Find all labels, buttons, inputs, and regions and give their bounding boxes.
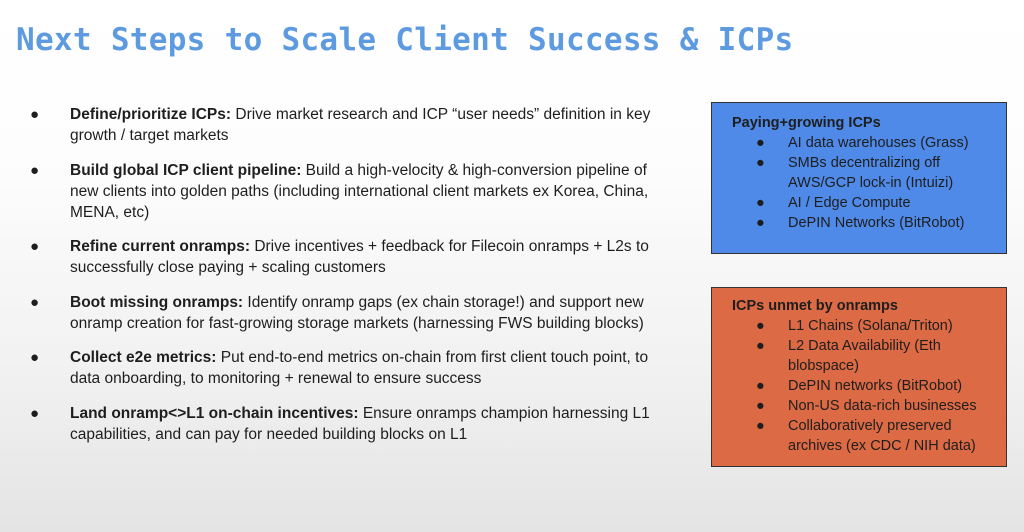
next-steps-list: ● Define/prioritize ICPs: Drive market r… [30,104,660,458]
step-item: ● Boot missing onramps: Identify onramp … [30,292,660,334]
list-item: ● AI / Edge Compute [732,193,994,213]
step-lead: Collect e2e metrics: [70,349,217,366]
list-item: ● SMBs decentralizing off AWS/GCP lock-in… [732,153,994,193]
list-item-text: AI / Edge Compute [788,195,911,211]
bullet-dot-icon: ● [30,293,40,311]
step-item: ● Build global ICP client pipeline: Buil… [30,160,660,223]
bullet-dot-icon: ● [756,378,765,394]
step-lead: Refine current onramps: [70,238,251,255]
bullet-dot-icon: ● [756,338,765,354]
bullet-dot-icon: ● [30,238,40,255]
step-lead: Build global ICP client pipeline: [70,161,302,179]
step-text: Build a high-velocity & high-conversion … [70,161,649,221]
step-text: Ensure onramps champion harnessing L1 ca… [70,404,650,443]
step-item: ● Collect e2e metrics: Put end-to-end me… [30,347,660,389]
unmet-icps-title: ICPs unmet by onramps [732,298,898,314]
bullet-dot-icon: ● [756,398,765,414]
step-text: Drive market research and ICP “user need… [70,106,651,144]
list-item: ● DePIN Networks (BitRobot) [732,213,994,233]
paying-icps-title: Paying+growing ICPs [732,115,881,131]
step-item: ● Define/prioritize ICPs: Drive market r… [30,104,660,146]
list-item-text: SMBs decentralizing off AWS/GCP lock-in … [788,155,954,191]
list-item-text: L1 Chains (Solana/Triton) [788,318,953,334]
step-item: ● Refine current onramps: Drive incentiv… [30,236,660,278]
bullet-dot-icon: ● [756,195,765,211]
slide-title: Next Steps to Scale Client Success & ICP… [16,22,794,58]
step-lead: Boot missing onramps: [70,293,244,311]
paying-icps-list: ● AI data warehouses (Grass) ● SMBs decent… [732,133,994,233]
bullet-dot-icon: ● [756,155,765,171]
list-item: ● L1 Chains (Solana/Triton) [732,316,994,336]
list-item: ● DePIN networks (BitRobot) [732,376,994,396]
unmet-icps-box: ICPs unmet by onramps ● L1 Chains (Solana… [711,287,1007,467]
bullet-dot-icon: ● [30,106,40,123]
bullet-dot-icon: ● [30,404,40,422]
list-item-text: AI data warehouses (Grass) [788,135,969,151]
bullet-dot-icon: ● [756,215,765,231]
unmet-icps-list: ● L1 Chains (Solana/Triton) ● L2 Data Avai… [732,316,994,456]
step-lead: Define/prioritize ICPs: [70,106,232,123]
paying-icps-box: Paying+growing ICPs ● AI data warehouses … [711,102,1007,254]
list-item-text: DePIN networks (BitRobot) [788,378,963,394]
step-text: Identify onramp gaps (ex chain storage!)… [70,293,644,332]
list-item: ● Collaboratively preserved archives (ex … [732,416,994,456]
list-item: ● AI data warehouses (Grass) [732,133,994,153]
list-item: ● L2 Data Availability (Eth blobspace) [732,336,994,376]
bullet-dot-icon: ● [756,135,765,151]
step-text: Drive incentives + feedback for Filecoin… [70,238,649,276]
step-item: ● Land onramp<>L1 on-chain incentives: E… [30,403,660,445]
step-lead: Land onramp<>L1 on-chain incentives: [70,404,359,422]
list-item-text: L2 Data Availability (Eth blobspace) [788,338,941,374]
list-item: ● Non-US data-rich businesses [732,396,994,416]
bullet-dot-icon: ● [30,161,40,179]
bullet-dot-icon: ● [30,349,40,366]
list-item-text: Non-US data-rich businesses [788,398,977,414]
step-text: Put end-to-end metrics on-chain from fir… [70,349,649,387]
list-item-text: Collaboratively preserved archives (ex C… [788,418,976,454]
bullet-dot-icon: ● [756,318,765,334]
bullet-dot-icon: ● [756,418,765,434]
list-item-text: DePIN Networks (BitRobot) [788,215,965,231]
